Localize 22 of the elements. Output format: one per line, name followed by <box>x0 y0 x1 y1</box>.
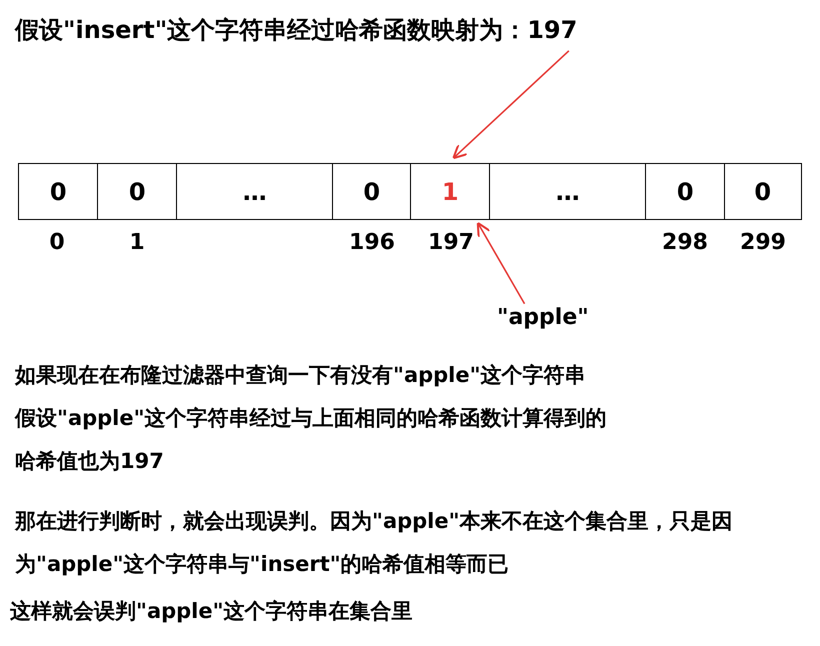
array-cell: 0 <box>97 163 178 220</box>
array-cell: 0 <box>645 163 726 220</box>
index-label: 197 <box>427 230 475 255</box>
key-text: "apple" <box>497 305 589 330</box>
note-text: 这样就会误判"apple"这个字符串在集合里 <box>10 598 414 625</box>
arrow <box>452 50 570 160</box>
array-cell: 0 <box>332 163 412 220</box>
array-cell: … <box>489 163 646 220</box>
array-cell: … <box>176 163 334 220</box>
index-label: 298 <box>661 230 709 255</box>
note-text: 那在进行判断时，就会出现误判。因为"apple"本来不在这个集合里，只是因为"apple"这个字符串与"insert"的哈希值相等而已 <box>15 508 734 578</box>
index-label: 1 <box>128 230 146 255</box>
arrow <box>476 222 526 304</box>
heading-text: 假设"insert"这个字符串经过哈希函数映射为：197 <box>15 14 578 46</box>
index-label: 0 <box>48 230 66 255</box>
note-text: 如果现在在布隆过滤器中查询一下有没有"apple"这个字符串 <box>15 362 587 389</box>
array-cell: 1 <box>410 163 490 220</box>
index-label: 299 <box>739 230 787 255</box>
array-cell: 0 <box>724 163 802 220</box>
index-label: 196 <box>348 230 396 255</box>
array-cell: 0 <box>18 163 98 220</box>
note-text: 假设"apple"这个字符串经过与上面相同的哈希函数计算得到的哈希值也为197 <box>15 405 608 475</box>
